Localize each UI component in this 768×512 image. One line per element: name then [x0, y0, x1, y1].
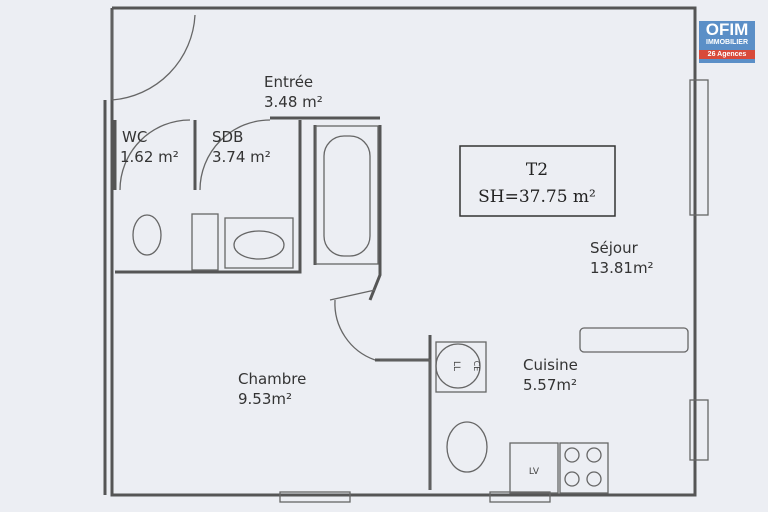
room-area-cuisine: 5.57m²: [523, 376, 577, 394]
room-area-sdb: 3.74 m²: [212, 148, 271, 166]
water-heater-label: CE: [472, 361, 481, 372]
entrance-door: [111, 10, 196, 101]
sink: [446, 421, 488, 473]
room-name-wc: WC: [122, 128, 147, 146]
dishwasher-unit: [509, 442, 559, 494]
room-name-entree: Entrée: [264, 73, 313, 91]
cabinet: [191, 213, 219, 271]
surface-label: SH=37.75 m²: [478, 187, 596, 207]
logo-line1: OFIM: [705, 20, 749, 39]
logo-line2: IMMOBILIER: [706, 39, 748, 46]
room-area-chambre: 9.53m²: [238, 390, 292, 408]
type-label: T2: [526, 160, 548, 180]
interior-walls: [113, 79, 709, 503]
wc-sdb-doors: [119, 119, 271, 191]
window-bottom-left: [279, 491, 351, 503]
window-right-lower: [689, 399, 709, 461]
chambre-door: [329, 289, 376, 361]
window-bottom-right: [489, 491, 551, 503]
room-name-sejour: Séjour: [590, 239, 639, 257]
washbasin: [224, 217, 294, 269]
room-area-wc: 1.62 m²: [120, 148, 179, 166]
counter: [579, 327, 689, 353]
cooktop: [559, 442, 609, 494]
washing-machine-label: LL: [451, 361, 461, 371]
dishwasher-label: LV: [529, 467, 540, 477]
logo-line3: 26 Agences: [699, 50, 755, 59]
bathtub: [315, 125, 379, 265]
window-right: [689, 79, 709, 216]
toilet: [132, 214, 162, 256]
room-area-sejour: 13.81m²: [590, 259, 654, 277]
room-name-cuisine: Cuisine: [523, 356, 578, 374]
room-area-entree: 3.48 m²: [264, 93, 323, 111]
room-name-chambre: Chambre: [238, 370, 306, 388]
summary-box: [459, 145, 616, 217]
bathtub-inner: [323, 135, 371, 257]
room-name-sdb: SDB: [212, 128, 243, 146]
agency-logo: OFIM IMMOBILIER 26 Agences: [699, 21, 755, 63]
